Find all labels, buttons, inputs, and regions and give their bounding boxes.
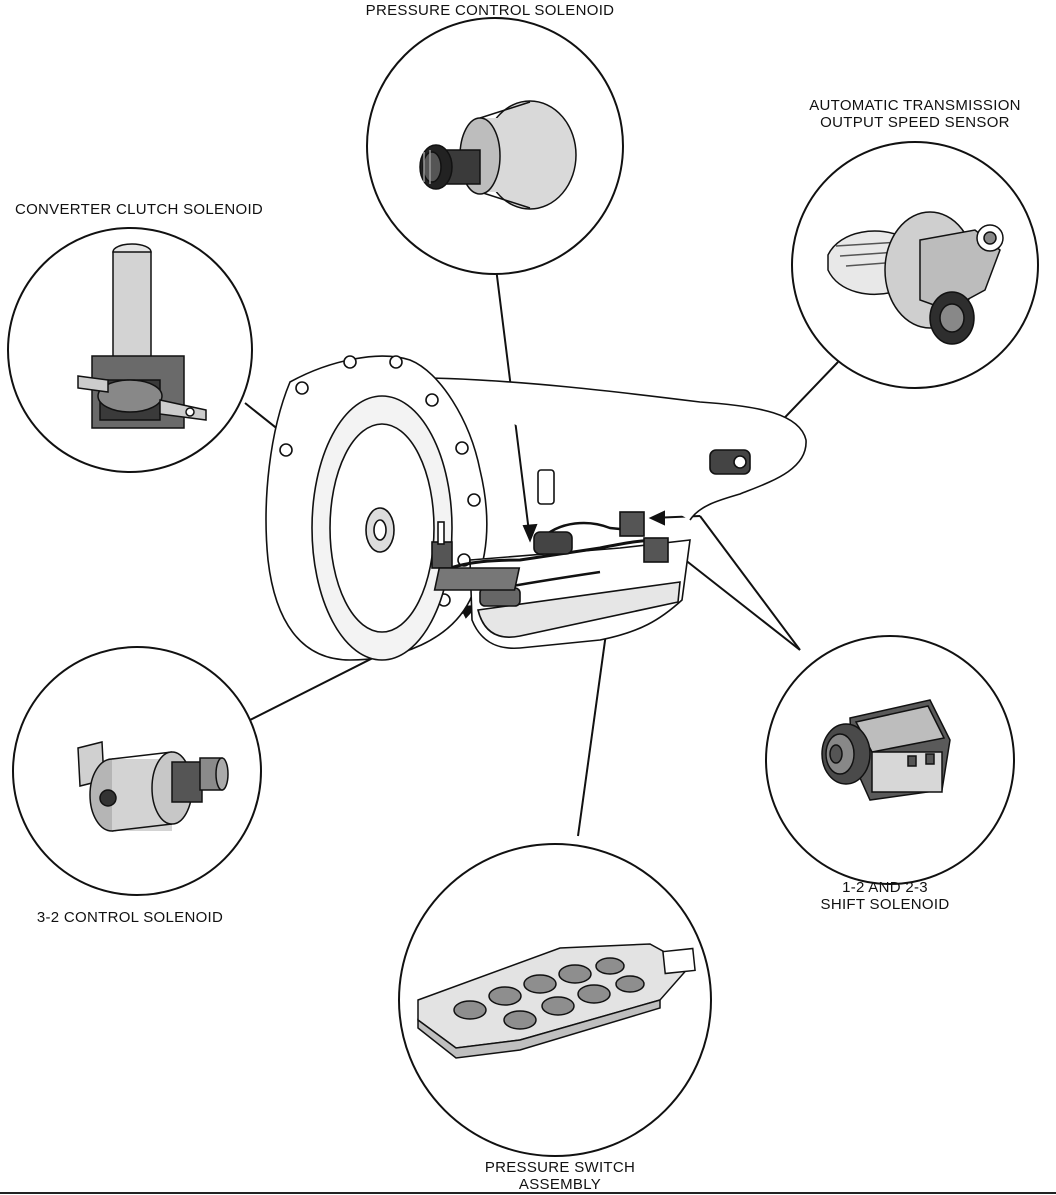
inset-output-speed-sensor — [791, 141, 1039, 389]
label-3-2-control-solenoid-text: 3-2 CONTROL SOLENOID — [36, 909, 224, 926]
inset-3-2-control-solenoid — [12, 646, 262, 896]
pressure-control-solenoid-on-case — [533, 531, 573, 555]
label-output-speed-sensor-line1: AUTOMATIC TRANSMISSION — [809, 97, 1021, 114]
label-pressure-switch-line1: PRESSURE SWITCH — [484, 1159, 636, 1176]
inset-pressure-switch-assembly — [398, 843, 712, 1157]
inset-pressure-control-solenoid — [366, 17, 624, 275]
oil-pan — [477, 581, 681, 638]
label-converter-clutch-solenoid: CONVERTER CLUTCH SOLENOID — [0, 201, 278, 218]
label-shift-solenoid-line2: SHIFT SOLENOID — [820, 896, 950, 913]
shift-solenoid-on-case-a — [619, 511, 645, 537]
bottom-border-rule — [0, 1192, 1056, 1194]
converter-clutch-solenoid-illustration — [77, 243, 207, 429]
leader-shift-a — [699, 515, 801, 651]
label-shift-solenoid-line1: 1-2 AND 2-3 — [842, 879, 928, 896]
label-output-speed-sensor: AUTOMATIC TRANSMISSION OUTPUT SPEED SENS… — [790, 97, 1040, 131]
pressure-control-solenoid-illustration — [419, 100, 577, 210]
label-pressure-switch-line2: ASSEMBLY — [518, 1176, 602, 1193]
label-output-speed-sensor-line2: OUTPUT SPEED SENSOR — [820, 114, 1010, 131]
pressure-switch-assembly-illustration — [417, 943, 696, 1059]
shift-solenoid-on-case-b — [643, 537, 669, 563]
flange-bolt-holes — [279, 355, 481, 607]
inset-converter-clutch-solenoid — [7, 227, 253, 473]
tail-housing — [429, 377, 807, 521]
transmission-assembly — [265, 355, 807, 661]
label-3-2-control-solenoid: 3-2 CONTROL SOLENOID — [10, 909, 250, 926]
inset-shift-solenoid — [765, 635, 1015, 885]
wiring-harness — [449, 538, 661, 570]
output-speed-sensor-illustration — [827, 211, 1004, 345]
converter-clutch-solenoid-on-case — [431, 541, 453, 569]
label-pressure-control-solenoid: PRESSURE CONTROL SOLENOID — [340, 2, 640, 19]
3-2-control-solenoid-illustration — [77, 741, 229, 832]
pressure-switch-on-case — [433, 567, 521, 591]
leader-shift-c — [669, 547, 801, 651]
label-shift-solenoid: 1-2 AND 2-3 SHIFT SOLENOID — [800, 879, 970, 913]
label-pressure-control-solenoid-text: PRESSURE CONTROL SOLENOID — [365, 2, 615, 19]
label-converter-clutch-solenoid-text: CONVERTER CLUTCH SOLENOID — [14, 201, 264, 218]
label-pressure-switch-assembly: PRESSURE SWITCH ASSEMBLY — [460, 1159, 660, 1193]
shift-solenoid-illustration — [821, 699, 951, 801]
